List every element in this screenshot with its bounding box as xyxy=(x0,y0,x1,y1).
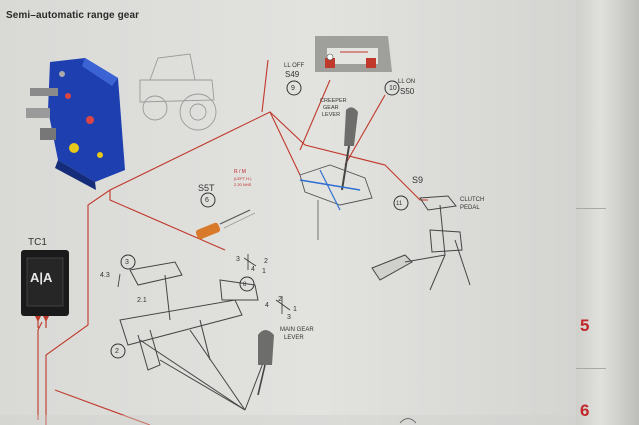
creeper-gear-lever xyxy=(299,107,373,240)
callout-8-circle xyxy=(286,80,302,96)
clutch-label-line2: PEDAL xyxy=(460,205,480,211)
creeper-label-line2: GEAR xyxy=(323,105,339,111)
tab-divider xyxy=(576,368,606,369)
s5t-note-line2: (LEFT H.) xyxy=(234,176,252,181)
main-gear-label-line2: LEVER xyxy=(284,335,304,341)
callout-6-circle xyxy=(200,192,216,208)
shift-label-c-right-bot: 1 xyxy=(262,268,266,275)
creeper-label-line1: CREEPER xyxy=(320,98,347,104)
shift-label-21: 2.1 xyxy=(137,297,147,304)
wiring-harness xyxy=(37,59,428,425)
clutch-label-line1: CLUTCH xyxy=(460,197,485,203)
callout-2: 2 xyxy=(115,348,119,355)
shift-label-c-right: 2 xyxy=(264,258,268,265)
s49-label: S49 xyxy=(285,70,300,79)
callout-11: 8 xyxy=(243,282,247,288)
callout-3: 3 xyxy=(125,259,129,266)
shift-label-d-left: 4 xyxy=(265,302,269,309)
page-shadow xyxy=(0,415,580,425)
creeper-label-line3: LEVER xyxy=(322,112,341,118)
shift-label-d-bot: 3 xyxy=(287,314,291,321)
s5t-label: S5T xyxy=(198,183,215,193)
page-tab-strip xyxy=(576,0,639,425)
callout-9-circle xyxy=(384,80,400,96)
callout-11-circle xyxy=(239,276,255,292)
s5t-note-line1: R / M xyxy=(234,169,246,175)
gearbox-3d-render xyxy=(26,58,125,190)
s49-state-label: LL OFF xyxy=(284,63,305,69)
s5t-note-line3: 2.20 NHS xyxy=(234,182,252,187)
callout-2-circle xyxy=(110,343,126,359)
shift-label-c-top: 3 xyxy=(236,256,240,263)
tc1-module xyxy=(21,250,69,328)
callout-8: 9 xyxy=(291,85,295,92)
shift-label-43: 4.3 xyxy=(100,272,110,279)
main-gear-label-line1: MAIN GEAR xyxy=(280,327,314,333)
main-gear-linkage xyxy=(117,261,269,411)
shift-pattern-arrows xyxy=(243,254,291,314)
clutch-pedal-assembly xyxy=(371,195,471,291)
tc1-label: TC1 xyxy=(28,237,47,248)
tab-divider xyxy=(576,208,606,209)
shift-label-d-right: 1 xyxy=(293,306,297,313)
callout-9: 10 xyxy=(389,85,397,92)
callout-circles xyxy=(110,80,417,424)
tractor-outline xyxy=(139,53,217,131)
main-gear-lever-knob xyxy=(258,330,274,365)
s50-label: S50 xyxy=(400,87,415,96)
page-tab-5[interactable]: 5 xyxy=(580,316,590,335)
creeper-switch-housing xyxy=(315,36,392,72)
s50-state-label: LL ON xyxy=(398,79,416,85)
callout-6: 6 xyxy=(205,197,209,204)
shift-label-d-top: 2 xyxy=(278,296,282,303)
callout-10: 11 xyxy=(396,201,403,207)
page-title: Semi–automatic range gear xyxy=(6,10,140,21)
tc1-display-text: A|A xyxy=(30,270,53,285)
page-tab-6[interactable]: 6 xyxy=(580,401,590,420)
s9-label: S9 xyxy=(412,175,424,185)
shift-label-c-bot: 4 xyxy=(251,266,255,273)
main-gear-lever-shaft xyxy=(257,364,266,396)
s5t-sensor xyxy=(195,209,256,240)
callout-10-circle xyxy=(393,195,409,211)
callout-3-circle xyxy=(120,254,136,270)
